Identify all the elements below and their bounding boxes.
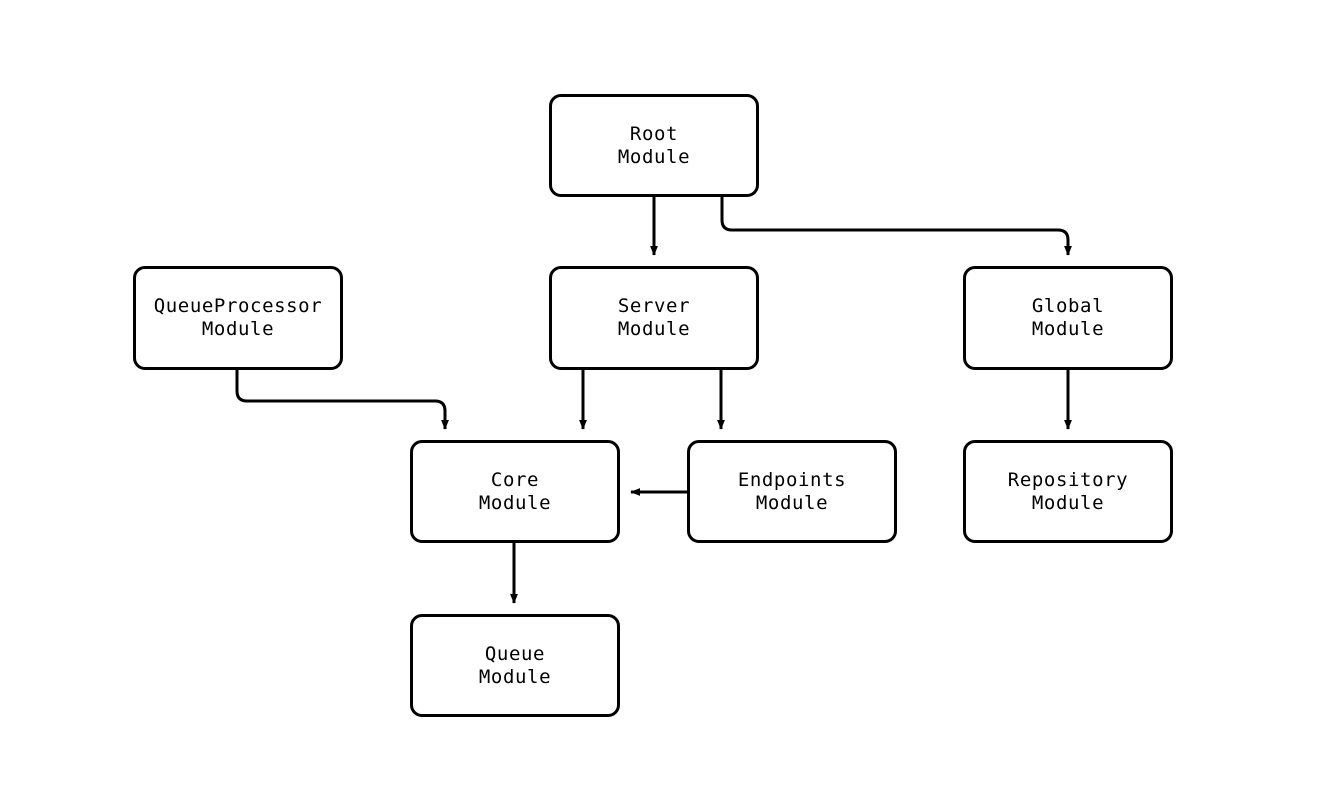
node-core-module-suffix: Module [478, 491, 552, 514]
node-endpoints-module-suffix: Module [755, 491, 829, 514]
node-queue-module-name: Queue [484, 642, 546, 665]
node-core-module[interactable]: Core Module [410, 440, 620, 543]
node-server-module-name: Server [617, 295, 691, 317]
edge-queueprocessor-to-core [235, 370, 449, 430]
node-endpoints-module-name: Endpoints [737, 468, 847, 491]
node-endpoints-module[interactable]: Endpoints Module [687, 440, 897, 543]
node-root-module-name: Root [629, 122, 679, 145]
node-root-module[interactable]: Root Module [549, 94, 759, 197]
node-queue-module[interactable]: Queue Module [410, 614, 620, 717]
node-server-module-suffix: Module [617, 318, 691, 340]
node-core-module-name: Core [490, 468, 540, 491]
node-server-module[interactable]: Server Module [549, 266, 759, 370]
edge-root-to-global [720, 197, 1072, 256]
node-queue-module-suffix: Module [478, 665, 552, 688]
node-repository-module-name: Repository [1007, 468, 1129, 491]
node-global-module-name: Global [1031, 295, 1105, 317]
node-repository-module[interactable]: Repository Module [963, 440, 1173, 543]
node-queueprocessor-module-name: QueueProcessor [153, 295, 323, 317]
node-global-module[interactable]: Global Module [963, 266, 1173, 370]
node-queueprocessor-module-suffix: Module [201, 318, 275, 340]
node-queueprocessor-module[interactable]: QueueProcessor Module [133, 266, 343, 370]
node-root-module-suffix: Module [617, 145, 691, 168]
node-global-module-suffix: Module [1031, 318, 1105, 340]
node-repository-module-suffix: Module [1031, 491, 1105, 514]
